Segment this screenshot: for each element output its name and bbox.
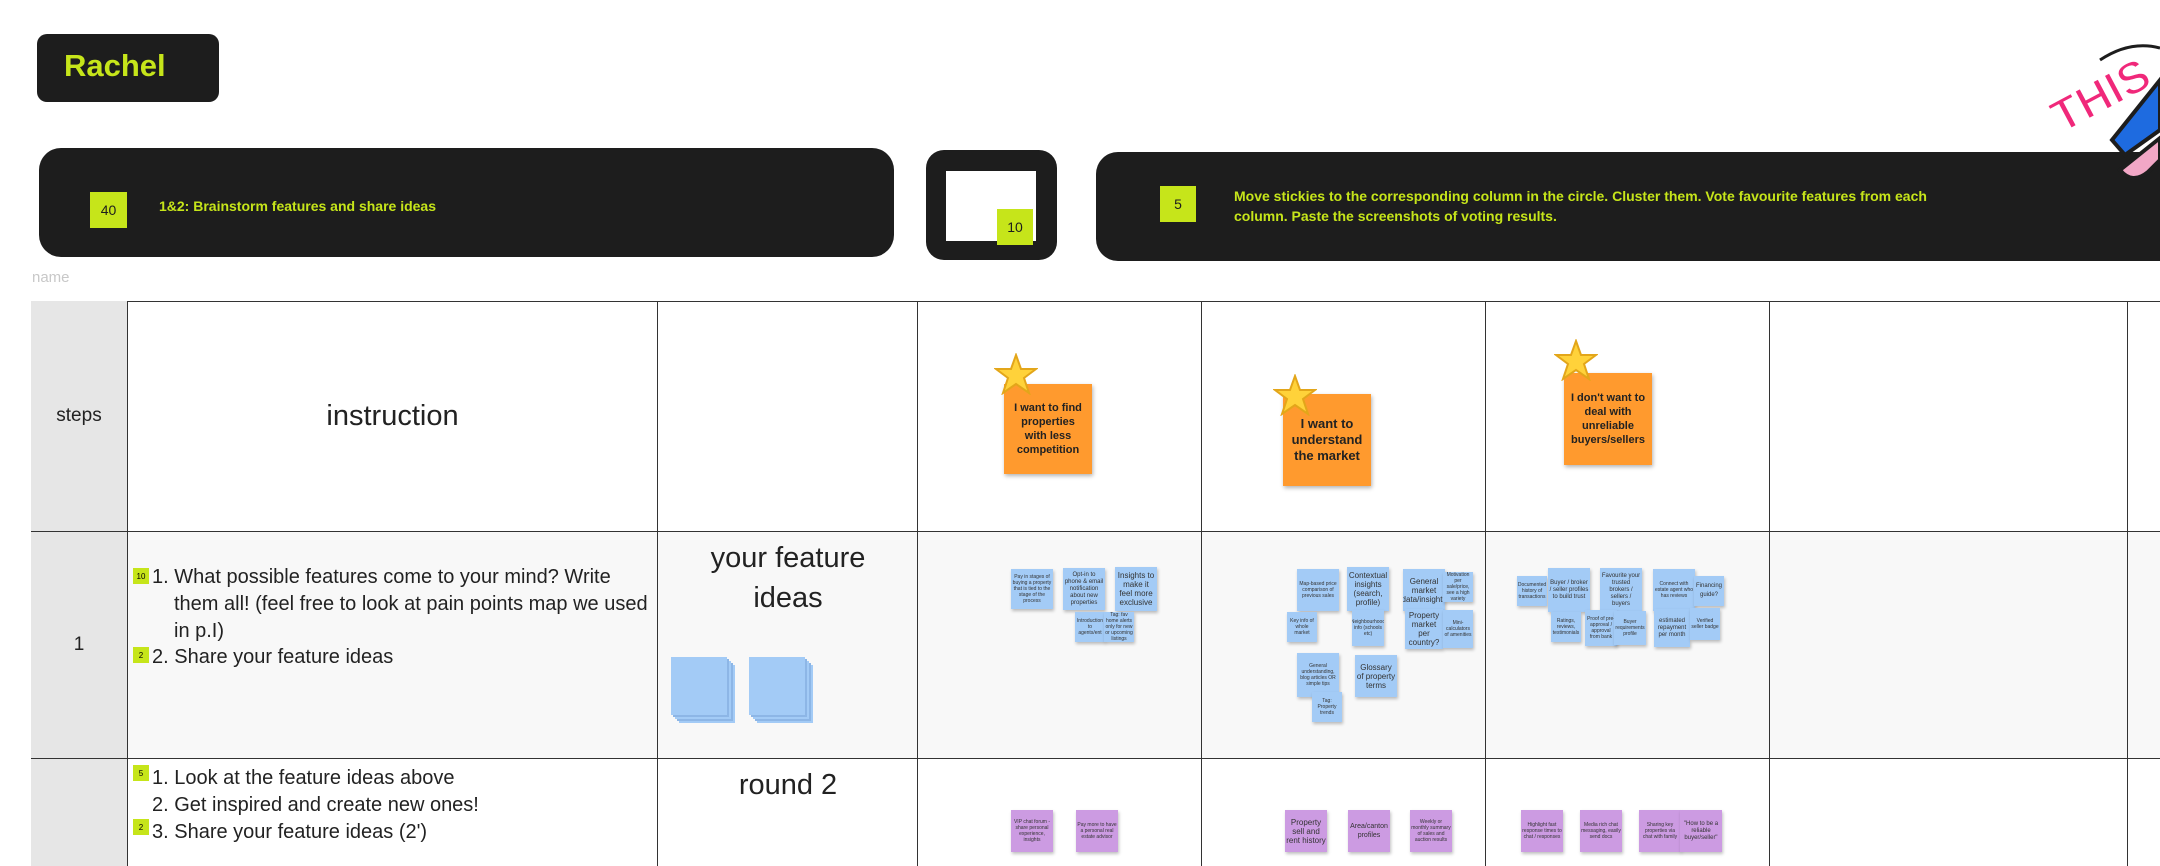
steps-header-text: steps xyxy=(56,405,102,426)
instruction-header: instruction xyxy=(128,301,658,532)
round2-title: round 2 xyxy=(738,769,838,801)
header-cell-5 xyxy=(1486,301,1770,532)
feature-sticky[interactable]: Documented history of transactions xyxy=(1517,576,1547,606)
header-cell-6 xyxy=(1770,301,2128,532)
feature-sticky[interactable]: Key info of whole market xyxy=(1287,612,1317,642)
participant-name: Rachel xyxy=(64,48,166,83)
instruction-text: 1. Look at the feature ideas above xyxy=(152,767,455,789)
round2-cell: round 2 xyxy=(658,759,918,866)
instruction-header-text: instruction xyxy=(326,399,459,432)
timer-label: Move stickies to the corresponding colum… xyxy=(1234,188,1927,224)
feature-sticky[interactable]: Introduction to agents/ent xyxy=(1075,612,1105,642)
vote-star-icon xyxy=(994,353,1038,395)
favourite-sticky-2[interactable]: I want to understand the market xyxy=(1283,394,1371,486)
vote-star-icon xyxy=(1273,374,1317,416)
feature-sticky[interactable]: estimated repayment per month xyxy=(1654,609,1690,647)
feature-sticky[interactable]: Favourite your trusted brokers / sellers… xyxy=(1600,568,1642,612)
feature-sticky[interactable]: General understanding, blog articles OR … xyxy=(1297,653,1339,697)
feature-sticky[interactable]: Proof of pre-approval / approval from ba… xyxy=(1585,610,1617,646)
round2-sticky[interactable]: Sharing key properties via chat with fam… xyxy=(1639,810,1681,852)
step-number: 1 xyxy=(73,634,85,655)
round2-sticky[interactable]: Weekly or monthly summary of sales and a… xyxy=(1410,810,1452,852)
favourite-sticky-1[interactable]: I want to find properties with less comp… xyxy=(1004,384,1092,474)
timer-mini-badge: 2 xyxy=(133,647,149,663)
feature-sticky[interactable]: Financing guide? xyxy=(1694,576,1724,606)
feature-sticky[interactable]: Property market per country? xyxy=(1405,609,1443,649)
header-cell-2 xyxy=(658,301,918,532)
feature-sticky[interactable]: Glossary of property terms xyxy=(1355,655,1397,697)
col3-row1-cell: Documented history of transactions Buyer… xyxy=(1486,532,1770,759)
feature-sticky[interactable]: Buyer / broker / seller profiles to buil… xyxy=(1548,568,1590,612)
step-cell-2 xyxy=(31,759,128,866)
feature-sticky[interactable]: Motivation per sale/price, see a high va… xyxy=(1443,572,1473,602)
header-cell-3 xyxy=(918,301,1202,532)
feature-ideas-cell: your feature ideas xyxy=(658,532,918,759)
instruction-cell-1: 10 1. What possible features come to you… xyxy=(128,532,658,759)
vote-star-icon xyxy=(1554,339,1598,381)
feature-sticky[interactable]: Mini-calculators of amenities xyxy=(1443,610,1473,648)
empty-cell xyxy=(1770,759,2128,866)
instruction-cell-2: 5 1. Look at the feature ideas above 2. … xyxy=(128,759,658,866)
round2-sticky[interactable]: Highlight fast response times to chat / … xyxy=(1521,810,1563,852)
this-sticker: THIS xyxy=(2040,20,2160,210)
empty-cell xyxy=(1770,532,2128,759)
feature-sticky[interactable]: Map-based price comparison of previous s… xyxy=(1297,569,1339,611)
favourite-sticky-3[interactable]: I don't want to deal with unreliable buy… xyxy=(1564,373,1652,465)
instruction-text: 3. Share your feature ideas (2') xyxy=(152,821,428,843)
col1-row2-cell: VIP chat forum - share personal experien… xyxy=(918,759,1202,866)
steps-header: steps xyxy=(31,301,128,532)
timer-mini-badge: 2 xyxy=(133,819,149,835)
round2-sticky[interactable]: "How to be a reliable buyer/seller" xyxy=(1680,810,1722,852)
rocket-sticker-icon xyxy=(2099,44,2160,180)
feature-sticky[interactable]: Connect with estate agent who has review… xyxy=(1653,569,1695,611)
timer-bar-brainstorm: 40 1&2: Brainstorm features and share id… xyxy=(39,148,894,257)
feature-sticky[interactable]: Pay in stages of buying a property that … xyxy=(1011,569,1053,609)
feature-sticky[interactable]: Contextual insights (search, profile) xyxy=(1347,567,1389,611)
feature-sticky[interactable]: Neighbourhood info (schools etc) xyxy=(1352,610,1384,646)
round2-sticky[interactable]: Property sell and rent history xyxy=(1285,810,1327,852)
timer-mini-badge: 5 xyxy=(133,765,149,781)
feature-ideas-title: your feature ideas xyxy=(710,542,866,614)
col2-row2-cell: Property sell and rent history Area/cant… xyxy=(1202,759,1486,866)
timer-bar-cluster-vote: 5 Move stickies to the corresponding col… xyxy=(1096,152,2160,261)
col2-row1-cell: Map-based price comparison of previous s… xyxy=(1202,532,1486,759)
feature-sticky[interactable]: Buyer requirements profile xyxy=(1614,611,1646,645)
timer-label: 1&2: Brainstorm features and share ideas xyxy=(159,198,436,214)
feature-sticky[interactable]: Verified seller badge xyxy=(1690,608,1720,640)
timer-badge[interactable]: 10 xyxy=(997,209,1033,245)
feature-sticky[interactable]: General market data/insights xyxy=(1403,569,1445,611)
blank-sticky-stack[interactable] xyxy=(671,657,727,715)
instruction-text: 2. Get inspired and create new ones! xyxy=(152,794,479,816)
round2-sticky[interactable]: Pay more to have a personal real estate … xyxy=(1076,810,1118,852)
header-cell-4 xyxy=(1202,301,1486,532)
feature-ideas-board: steps instruction I want to find propert… xyxy=(31,301,2160,866)
feature-sticky[interactable]: Tag: fav home alerts only for new or upc… xyxy=(1104,612,1134,642)
col1-row1-cell: Pay in stages of buying a property that … xyxy=(918,532,1202,759)
empty-cell xyxy=(2128,532,2160,759)
header-cell-7 xyxy=(2128,301,2160,532)
step-cell-1: 1 xyxy=(31,532,128,759)
timer-bar-share: 10 xyxy=(926,150,1057,260)
instruction-text: 2. Share your feature ideas xyxy=(152,646,394,668)
participant-name-box: Rachel xyxy=(37,34,219,102)
round2-sticky[interactable]: Media rich chat messaging, easily send d… xyxy=(1580,810,1622,852)
timer-badge[interactable]: 40 xyxy=(90,192,127,228)
blank-sticky-stack[interactable] xyxy=(749,657,805,715)
empty-cell xyxy=(2128,759,2160,866)
name-placeholder[interactable]: name xyxy=(32,269,70,286)
feature-sticky[interactable]: Insights to make it feel more exclusive xyxy=(1115,567,1157,611)
timer-mini-badge: 10 xyxy=(133,568,149,584)
col3-row2-cell: Highlight fast response times to chat / … xyxy=(1486,759,1770,866)
instruction-text: 1. What possible features come to your m… xyxy=(152,566,648,642)
round2-sticky[interactable]: Area/canton profiles xyxy=(1348,810,1390,852)
feature-sticky[interactable]: Opt-in to phone & email notification abo… xyxy=(1063,568,1105,610)
timer-badge[interactable]: 5 xyxy=(1160,186,1196,222)
feature-sticky[interactable]: Ratings, reviews, testimonials xyxy=(1551,612,1581,642)
round2-sticky[interactable]: VIP chat forum - share personal experien… xyxy=(1011,810,1053,852)
feature-sticky[interactable]: Tag: Property trends xyxy=(1312,692,1342,722)
